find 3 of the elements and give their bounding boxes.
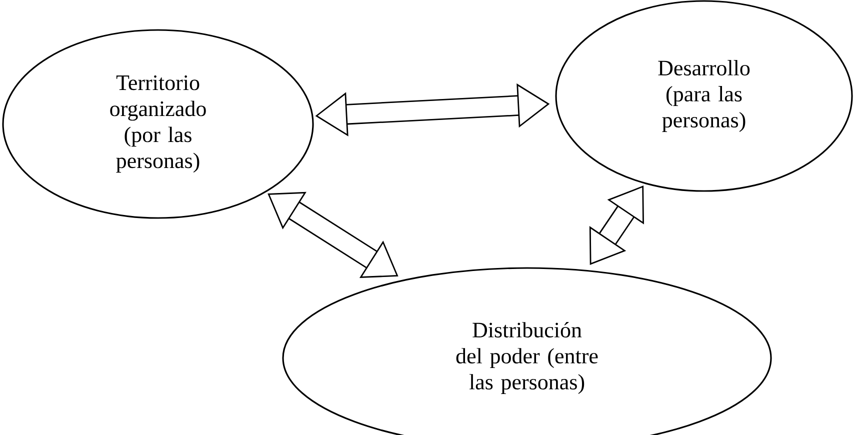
ellipse-node: Desarrollo (para las personas) — [555, 0, 853, 192]
ellipse-node: Territorio organizado (por las personas) — [2, 29, 314, 219]
double-arrow — [589, 186, 644, 265]
